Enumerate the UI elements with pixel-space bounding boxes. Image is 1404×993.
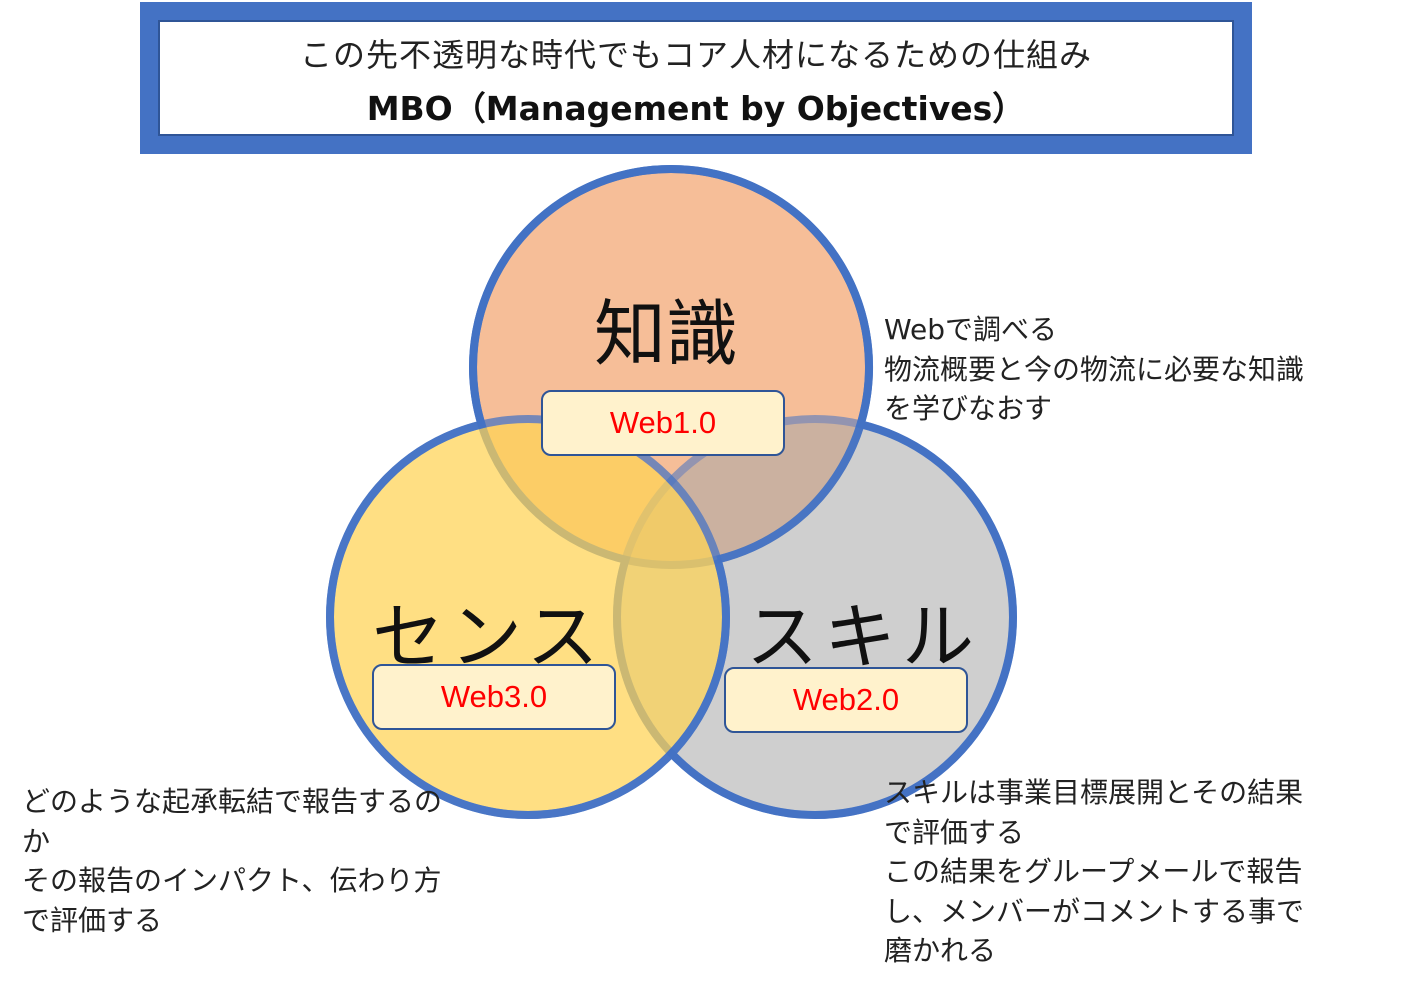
title-box: この先不透明な時代でもコア人材になるための仕組み MBO（Management … xyxy=(140,2,1252,154)
note-sense: どのような起承転結で報告するの か その報告のインパクト、伝わり方 で評価する xyxy=(22,785,443,937)
note-knowledge: Webで調べる 物流概要と今の物流に必要な知識 を学びなおす xyxy=(884,313,1305,425)
label-knowledge: 知識 xyxy=(594,292,739,376)
note-skill: スキルは事業目標展開とその結果 で評価する この結果をグループメールで報告 し、… xyxy=(884,776,1305,967)
tag-web3: Web3.0 xyxy=(372,664,616,730)
tag-web2: Web2.0 xyxy=(724,667,968,733)
label-skill: スキル xyxy=(746,595,981,679)
title-line-1: この先不透明な時代でもコア人材になるための仕組み xyxy=(299,36,1092,74)
title-line-2: MBO（Management by Objectives） xyxy=(366,89,1026,128)
tag-web1: Web1.0 xyxy=(541,390,785,456)
